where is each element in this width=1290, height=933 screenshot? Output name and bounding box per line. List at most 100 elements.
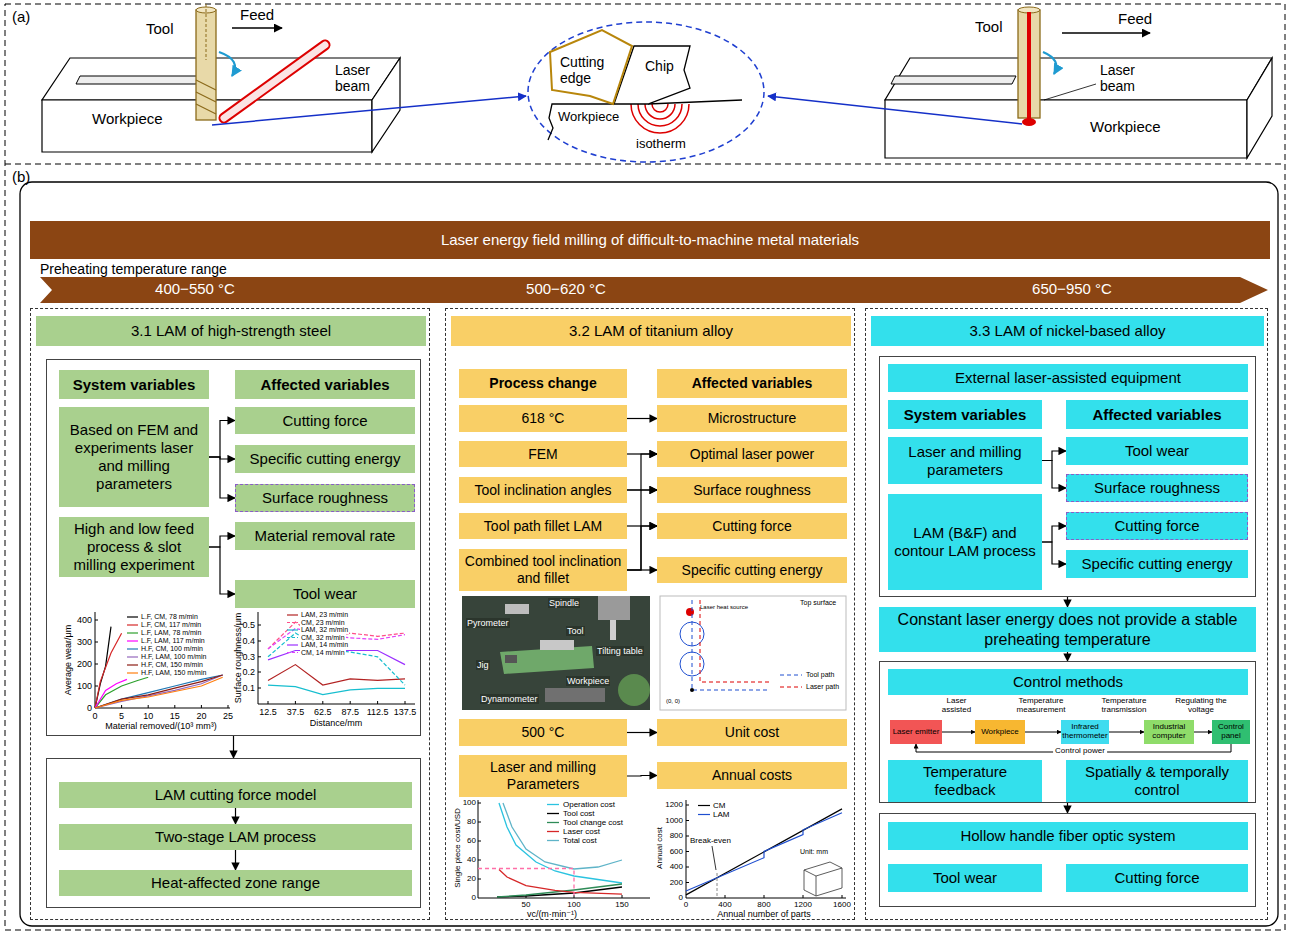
variable-box: Annual costs <box>657 762 847 789</box>
variable-box: Tool wear <box>1066 437 1248 465</box>
axis-tick: 37.5 <box>287 707 305 717</box>
variable-box: Specific cutting energy <box>1066 550 1248 578</box>
section-heading: Hollow handle fiber optic system <box>888 822 1248 850</box>
legend-entry: Tool change cost <box>562 818 624 827</box>
axis-tick: 15 <box>170 711 180 721</box>
part-label: Feed <box>240 6 274 23</box>
part-label: isotherm <box>636 137 686 152</box>
connector-arrow <box>1109 732 1144 733</box>
section-heading: 650−950 °C <box>972 277 1172 301</box>
diagram-label: Tool path <box>806 671 834 679</box>
axis-tick: 0.4 <box>242 636 255 646</box>
edge-label: Laser assisted <box>937 697 977 715</box>
node-text: 500 °C <box>522 724 565 741</box>
photo-label: Dynamometer <box>480 694 539 704</box>
axis-tick: 0 <box>92 711 97 721</box>
connector-arrow <box>1067 652 1068 661</box>
process-box: Heat-affected zone range <box>59 870 412 896</box>
node-text: Infrared thermometer <box>1062 723 1107 741</box>
axis-tick: 400 <box>718 900 731 909</box>
header-box: Process change <box>459 369 627 398</box>
section-heading: 400−550 °C <box>95 277 295 301</box>
section-heading: Preheating temperature range <box>40 261 340 277</box>
flow-box: Control panel <box>1212 720 1250 744</box>
photo-label: Jig <box>476 660 490 670</box>
flow-box: Laser emitter <box>890 720 942 744</box>
panel-label: (a) <box>12 8 30 25</box>
axis-tick: 20 <box>467 874 476 883</box>
variable-box: Surface roughness <box>657 477 847 503</box>
variable-box: Microstructure <box>657 405 847 432</box>
flow-box: Industrial computer <box>1144 720 1194 744</box>
photo-label: Tilting table <box>596 646 644 656</box>
legend-entry: Operation cost <box>562 800 616 809</box>
section-heading: 3.1 LAM of high-strength steel <box>36 316 426 346</box>
axis-tick: 200 <box>77 659 92 669</box>
axis-tick: 800 <box>670 831 683 840</box>
flow-box: Workpiece <box>975 720 1025 744</box>
part-label: Tool <box>146 20 174 37</box>
node-text: Annual costs <box>712 767 792 784</box>
node-text: LAM cutting force model <box>155 786 317 804</box>
axis-tick: 0 <box>684 900 688 909</box>
node-text: Affected variables <box>692 375 813 392</box>
node-text: Cutting force <box>712 518 791 535</box>
node-text: Control panel <box>1214 723 1248 741</box>
node-text: Microstructure <box>708 410 797 427</box>
legend-entry: CM, 14 m/min <box>300 649 346 657</box>
flow-box: Infrared thermometer <box>1061 720 1109 744</box>
variable-box: Based on FEM and experiments laser and m… <box>59 407 209 507</box>
axis-tick: 0.3 <box>242 652 255 662</box>
node-text: Industrial computer <box>1146 723 1192 741</box>
node-text: System variables <box>904 406 1027 424</box>
axis-tick: 0.2 <box>242 667 255 677</box>
variable-box: Tool path fillet LAM <box>459 513 627 539</box>
axis-tick: 62.5 <box>314 707 332 717</box>
node-text: Affected variables <box>260 376 389 394</box>
node-text: Material removal rate <box>255 527 396 545</box>
variable-box: Specific cutting energy <box>657 557 847 583</box>
variable-box: FEM <box>459 441 627 467</box>
axis-tick: 1200 <box>665 800 683 809</box>
axis-title: Distance/mm <box>310 718 363 728</box>
node-text: Specific cutting energy <box>1082 555 1233 573</box>
variable-box: Combined tool inclination and fillet <box>459 549 627 591</box>
node-text: Tool wear <box>933 869 997 887</box>
variable-box: LAM (B&F) and contour LAM process <box>888 494 1042 590</box>
legend-entry: L.F, CM, 117 m/min <box>140 621 202 629</box>
connector-arrow <box>1042 526 1066 542</box>
node-text: Laser and milling Parameters <box>464 759 622 793</box>
part-label: Workpiece <box>558 110 619 125</box>
node-text: Laser emitter <box>893 728 940 737</box>
group-box: Hollow handle fiber optic systemTool wea… <box>879 813 1256 907</box>
part-label: Feed <box>1118 10 1152 27</box>
axis-tick: 300 <box>77 637 92 647</box>
legend-entry: LAM <box>712 810 730 819</box>
legend-entry: CM <box>712 801 726 810</box>
connector-arrow <box>235 808 236 824</box>
diagram-label: Laser heat source <box>700 604 748 611</box>
panel-label: (b) <box>12 168 30 185</box>
connector-arrow <box>209 421 235 458</box>
legend-entry: L.F, CM, 78 m/min <box>140 613 199 621</box>
node-text: Laser energy field milling of difficult-… <box>441 231 859 249</box>
variable-box: Cutting force <box>657 513 847 539</box>
axis-tick: 25 <box>223 711 233 721</box>
axis-tick: 400 <box>670 862 683 871</box>
node-text: Surface roughness <box>693 482 811 499</box>
header-box: Affected variables <box>657 369 847 398</box>
node-text: System variables <box>73 376 196 394</box>
connector-arrow <box>235 850 236 870</box>
connector-arrow <box>1067 803 1068 813</box>
node-text: Workpiece <box>981 728 1019 737</box>
diagram-label: Top surface <box>800 599 836 607</box>
part-label: Workpiece <box>92 110 163 127</box>
diagram-label: (0, 0) <box>666 698 680 705</box>
axis-tick: 12.5 <box>259 707 277 717</box>
variable-box: 618 °C <box>459 405 627 432</box>
title-band: Laser energy field milling of difficult-… <box>30 221 1270 259</box>
connector-arrow <box>627 775 657 777</box>
node-text: Based on FEM and experiments laser and m… <box>64 421 204 493</box>
group-box: LAM cutting force modelTwo-stage LAM pro… <box>46 758 421 908</box>
axis-title: vc/(m·min⁻¹) <box>527 909 577 919</box>
